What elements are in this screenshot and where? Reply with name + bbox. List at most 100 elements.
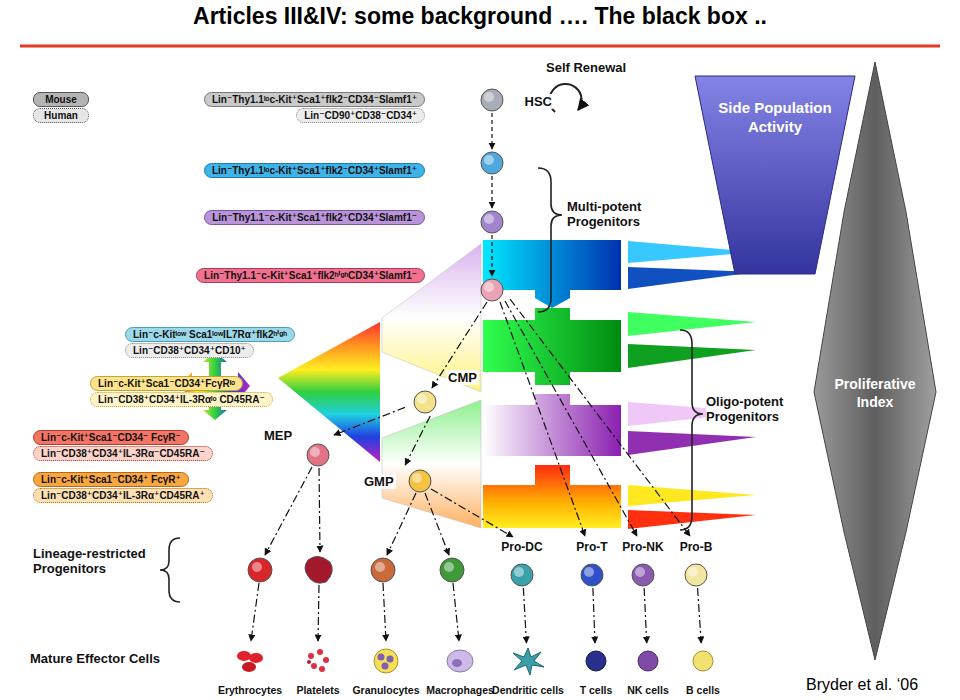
art-circle bbox=[412, 473, 422, 483]
art-circle bbox=[417, 394, 427, 404]
art-path bbox=[491, 176, 492, 208]
art-circle bbox=[635, 567, 645, 577]
art-circle bbox=[511, 564, 533, 586]
legend-text: Mouse bbox=[45, 94, 77, 105]
art-ellipse bbox=[452, 659, 462, 667]
node-text: Lin⁻CD38⁺CD34⁺IL-3Rα⁻CD45RA⁻ bbox=[41, 448, 205, 459]
art-circle bbox=[308, 653, 314, 659]
art-circle bbox=[252, 562, 262, 572]
progenitor-cell: Pro-NK bbox=[619, 540, 666, 588]
legend-swatch: Human bbox=[33, 108, 89, 123]
node-text: Lin⁻Thy1.1⁻c-Kit⁺Sca1⁺flk2⁺CD34⁺Slamf1⁻ bbox=[212, 212, 417, 223]
effector-cell: Granulocytes bbox=[350, 643, 421, 697]
art-path bbox=[425, 493, 449, 555]
marker-phenotype-pill: Lin⁻Thy1.1⁻c-Kit⁺Sca1⁺flk2⁺CD34⁺Slamf1⁻ bbox=[204, 210, 425, 225]
art-g bbox=[237, 648, 713, 675]
art-polygon bbox=[382, 244, 481, 392]
node-text: Lin⁻CD90⁺CD38⁻CD34⁺ bbox=[304, 110, 417, 121]
art-circle bbox=[387, 656, 394, 663]
node-text: MEP bbox=[262, 428, 294, 443]
annotation-text: Lineage-restricted Progenitors bbox=[33, 546, 146, 576]
art-circle bbox=[307, 660, 311, 664]
node-text: Platelets bbox=[296, 684, 339, 697]
lineage-arrow bbox=[334, 407, 405, 435]
art-path bbox=[383, 583, 386, 641]
art-polygon bbox=[483, 308, 621, 385]
art-circle bbox=[688, 567, 698, 577]
art-circle bbox=[586, 651, 606, 671]
progenitor-cell: MEP bbox=[262, 428, 334, 470]
legend-swatch: Mouse bbox=[33, 92, 89, 107]
node-text: Dendritic cells bbox=[492, 684, 564, 697]
art-path bbox=[510, 299, 690, 536]
side-population-trapezoid: Side Population Activity bbox=[695, 76, 855, 276]
effector-cell: T cells bbox=[578, 643, 615, 697]
annotation-text: Multi-potent Progenitors bbox=[567, 199, 641, 229]
art-circle bbox=[481, 279, 503, 301]
node-text: Lin⁻CD38⁺CD34⁺IL-3Rαˡᵒ CD45RA⁻ bbox=[98, 394, 265, 405]
annotation-text: Mature Effector Cells bbox=[30, 651, 160, 666]
marker-phenotype-pill: Lin⁻CD38⁺CD34⁺IL-3Rαˡᵒ CD45RA⁻ bbox=[90, 392, 273, 407]
art-circle bbox=[584, 567, 594, 577]
art-ellipse bbox=[242, 662, 256, 672]
art-circle bbox=[409, 470, 431, 492]
art-circle bbox=[382, 663, 389, 670]
art-circle bbox=[317, 649, 323, 655]
shape-fill bbox=[814, 62, 936, 660]
art-circle bbox=[581, 564, 603, 586]
node-text: Pro-T bbox=[575, 540, 608, 555]
progenitor-cell: CMP bbox=[405, 370, 479, 416]
art-line bbox=[20, 45, 940, 48]
node-text: Lin⁻c-Kitˡᵒʷ Sca1ˡᵒʷIL7Rα⁺flk2ʰⁱᵍʰ bbox=[133, 329, 287, 340]
art-circle bbox=[248, 558, 272, 582]
art-circle bbox=[484, 92, 494, 102]
shape-outline bbox=[810, 62, 940, 660]
art-circle bbox=[311, 663, 317, 669]
lineage-arrow bbox=[593, 588, 595, 643]
shape-fill bbox=[695, 76, 855, 274]
art-path bbox=[538, 168, 562, 312]
art-path bbox=[431, 489, 513, 537]
art-polygon bbox=[628, 312, 756, 336]
node-text: NK cells bbox=[627, 684, 668, 697]
node-text: HSC bbox=[523, 94, 554, 109]
art-circle bbox=[484, 282, 494, 292]
marker-phenotype-pill: Lin⁻CD38⁺CD34⁺CD10⁺ bbox=[125, 343, 254, 358]
annotation-label: Oligo-potent Progenitors bbox=[706, 394, 806, 424]
marker-phenotype-pill: Lin⁻Thy1.1ˡᵒc-Kit⁺Sca1⁺flk2⁻CD34⁺Slamf1⁺ bbox=[204, 163, 425, 178]
node-text: Lin⁻c-Kit⁺Sca1⁻CD34⁺FcγRˡᵒ bbox=[98, 378, 235, 389]
art-path bbox=[550, 84, 582, 112]
lineage-arrow bbox=[405, 416, 430, 465]
node-text: Erythrocytes bbox=[218, 684, 282, 697]
progenitor-cell: Pro-DC bbox=[498, 540, 545, 588]
art-g bbox=[251, 113, 690, 641]
progenitor-cell: Pro-B bbox=[677, 540, 716, 588]
node-text: Pro-DC bbox=[500, 540, 543, 555]
art-path bbox=[251, 583, 259, 641]
art-polygon bbox=[483, 465, 621, 528]
legend-text: Human bbox=[44, 110, 78, 121]
art-polygon bbox=[483, 240, 621, 308]
proliferative-index-shape: Proliferative Index bbox=[810, 62, 940, 660]
annotation-label: Lineage-restricted Progenitors bbox=[33, 546, 161, 576]
progenitor-cell: Pro-T bbox=[573, 540, 610, 588]
marker-phenotype-pill: Lin⁻CD90⁺CD38⁻CD34⁺ bbox=[296, 108, 425, 123]
node-text: Macrophages bbox=[426, 684, 494, 697]
lineage-arrow bbox=[698, 588, 702, 643]
art-circle bbox=[319, 666, 325, 672]
art-circle bbox=[484, 155, 494, 165]
annotation-label: Multi-potent Progenitors bbox=[567, 199, 667, 229]
node-text: Proliferative Index bbox=[820, 375, 930, 411]
progenitor-cell: HSC bbox=[478, 86, 554, 116]
art-polygon bbox=[483, 394, 621, 456]
node-text: Lin⁻c-Kit⁺Sca1⁻CD34⁺ FcγR⁺ bbox=[41, 474, 181, 485]
effector-cell: Erythrocytes bbox=[216, 643, 284, 697]
art-path bbox=[680, 330, 703, 530]
node-text: B cells bbox=[686, 684, 720, 697]
node-text: Lin⁻Thy1.1ˡᵒc-Kit⁺Sca1⁺flk2⁻CD34⁺Slamf1⁺ bbox=[212, 165, 417, 176]
progenitor-cell: GMP bbox=[362, 465, 432, 497]
marker-phenotype-pill: Lin⁻c-Kitˡᵒʷ Sca1ˡᵒʷIL7Rα⁺flk2ʰⁱᵍʰ bbox=[125, 327, 295, 342]
marker-phenotype-pill: Lin⁻Thy1.1⁻c-Kit⁺Sca1⁺flk2ʰⁱᵍʰCD34⁺Slamf… bbox=[196, 268, 425, 283]
node-text: Lin⁻Thy1.1⁻c-Kit⁺Sca1⁺flk2ʰⁱᵍʰCD34⁺Slamf… bbox=[204, 270, 417, 281]
